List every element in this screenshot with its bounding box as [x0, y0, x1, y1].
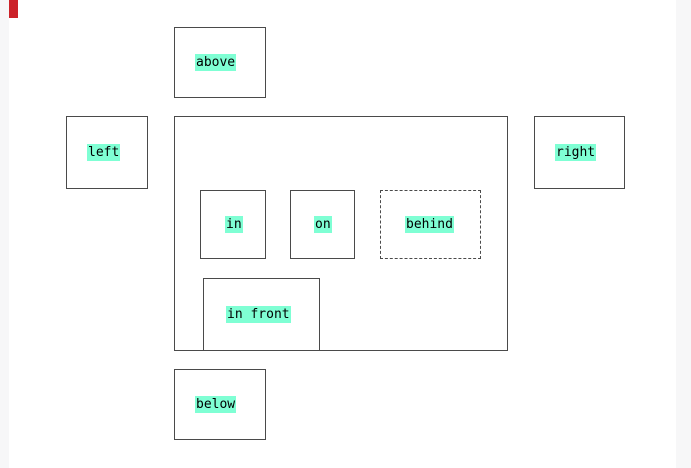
box-right: right [534, 116, 625, 189]
box-below-label: below [195, 396, 237, 413]
box-below: below [174, 369, 266, 440]
box-in-label: in [225, 216, 243, 233]
box-in: in [200, 190, 266, 259]
box-above: above [174, 27, 266, 98]
box-behind: behind [380, 190, 481, 259]
box-on: on [290, 190, 355, 259]
box-left-label: left [87, 144, 121, 161]
crimson-marker [9, 0, 18, 18]
box-above-label: above [195, 54, 237, 71]
box-left: left [66, 116, 148, 189]
box-in-front: in front [203, 278, 320, 351]
box-right-label: right [555, 144, 597, 161]
box-on-label: on [314, 216, 332, 233]
box-behind-label: behind [405, 216, 454, 233]
box-in-front-label: in front [226, 306, 291, 323]
